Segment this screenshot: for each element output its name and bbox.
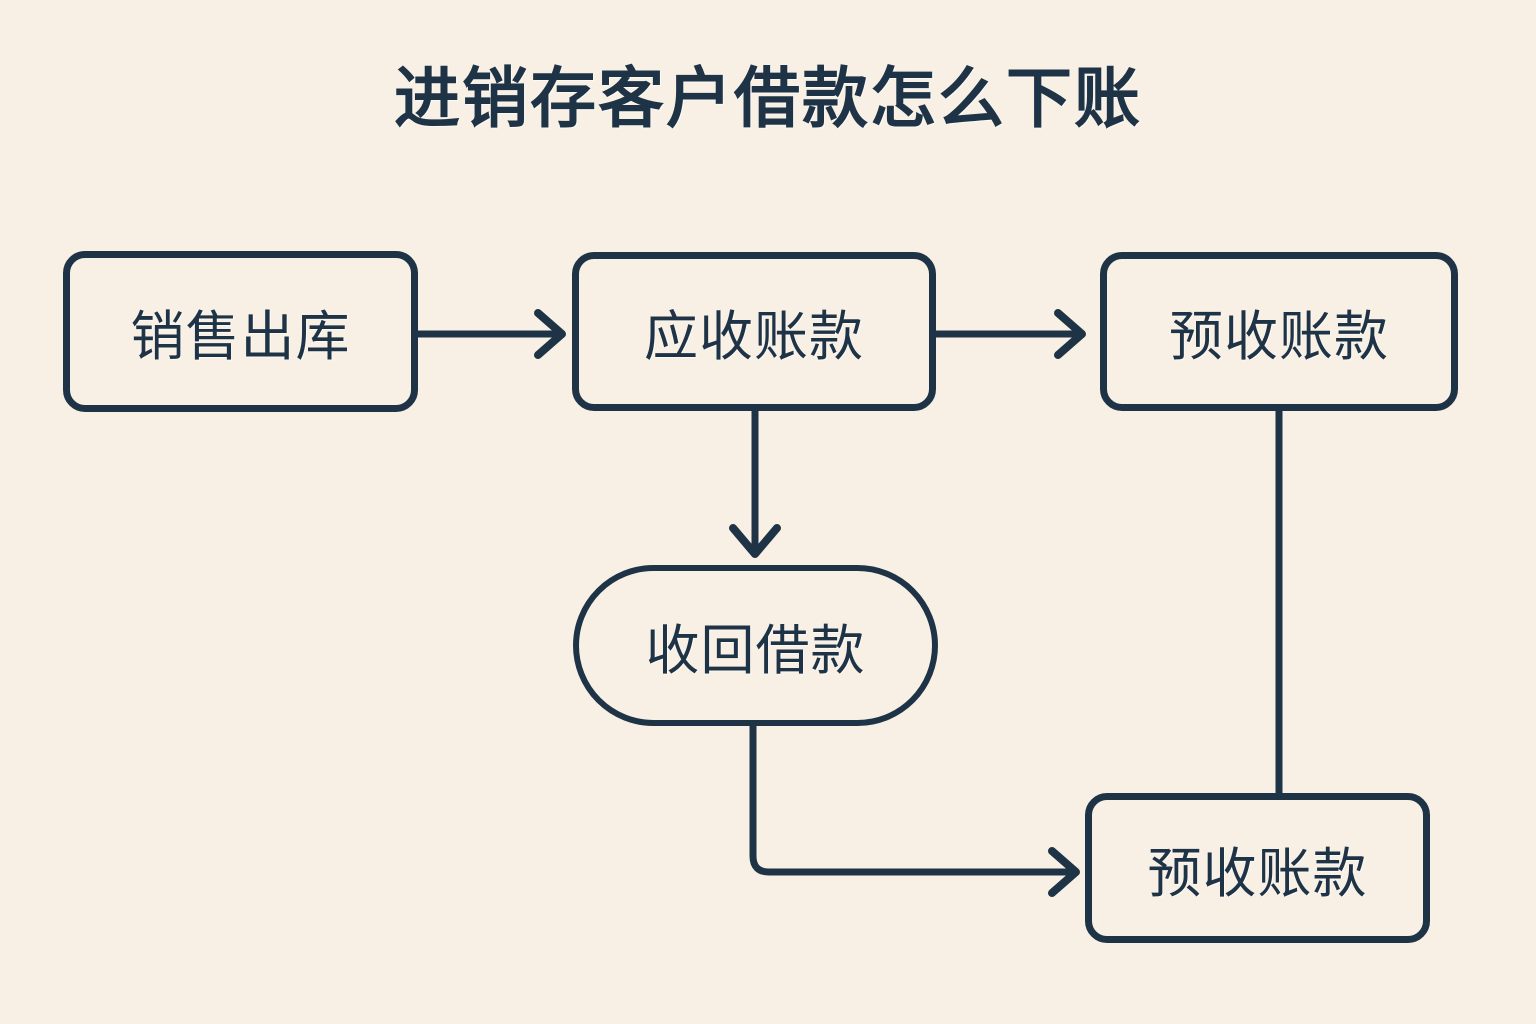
node-label: 预收账款	[1169, 307, 1389, 367]
edge-receivable-to-recover-loan	[729, 411, 781, 558]
node-recover-loan[interactable]: 收回借款	[573, 565, 938, 726]
node-label: 销售出库	[130, 307, 351, 367]
node-advance-receipts-bottom[interactable]: 预收账款	[1085, 793, 1430, 943]
node-sales-outbound[interactable]: 销售出库	[63, 251, 418, 412]
node-accounts-receivable[interactable]: 应收账款	[572, 252, 936, 411]
node-label: 收回借款	[645, 621, 866, 681]
node-label: 应收账款	[644, 307, 864, 367]
edge-receivable-to-prepaid-top	[936, 309, 1086, 359]
node-advance-receipts-top[interactable]: 预收账款	[1100, 252, 1458, 411]
node-label: 预收账款	[1147, 843, 1368, 904]
edge-recover-loan-to-prepaid-bottom	[749, 726, 1080, 897]
page-title: 进销存客户借款怎么下账	[394, 61, 1142, 135]
edge-sales-to-receivable	[418, 309, 566, 359]
